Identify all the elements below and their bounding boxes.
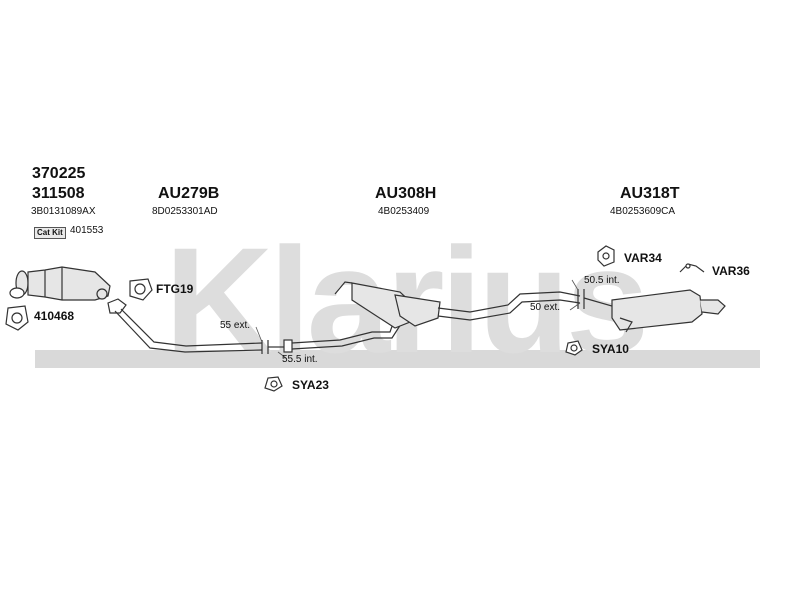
- clamp-icon: [9, 287, 25, 299]
- oe-number-middle: 4B0253409: [378, 206, 430, 217]
- oe-number-cat: 3B0131089AX: [31, 206, 96, 217]
- catkit-number[interactable]: 401553: [70, 225, 104, 236]
- middle-silencer: [291, 281, 581, 350]
- fitting-ftg19[interactable]: FTG19: [156, 282, 194, 296]
- part-number-au318t[interactable]: AU318T: [620, 185, 680, 202]
- gasket-ftg19-icon: [129, 278, 153, 301]
- mount-sya23-icon: [264, 376, 283, 392]
- fitting-sya10[interactable]: SYA10: [592, 342, 629, 356]
- fitting-sya23[interactable]: SYA23: [292, 378, 329, 392]
- gasket-410468-icon: [5, 305, 29, 331]
- front-pipe: [107, 298, 293, 354]
- fitting-var36[interactable]: VAR36: [712, 264, 750, 278]
- hanger-var36-icon: [679, 263, 705, 273]
- oe-number-rear: 4B0253609CA: [610, 206, 676, 217]
- catkit-badge: Cat Kit: [34, 227, 66, 239]
- fitting-410468[interactable]: 410468: [34, 309, 75, 323]
- note-50-5-int: 50.5 int.: [584, 275, 620, 286]
- leader-lines: [255, 279, 581, 359]
- part-number-au279b[interactable]: AU279B: [158, 185, 220, 202]
- mount-sya10-icon: [565, 340, 583, 356]
- part-number-370225[interactable]: 370225: [32, 165, 86, 182]
- note-55-5-int: 55.5 int.: [282, 354, 318, 365]
- rear-silencer: [577, 289, 726, 333]
- fitting-var34[interactable]: VAR34: [624, 251, 662, 265]
- part-number-au308h[interactable]: AU308H: [375, 185, 437, 202]
- oe-number-front: 8D0253301AD: [152, 206, 218, 217]
- note-55-ext: 55 ext.: [220, 320, 251, 331]
- watermark: [35, 350, 760, 368]
- note-50-ext: 50 ext.: [530, 302, 561, 313]
- catalytic-converter: [15, 266, 111, 301]
- hanger-var34-icon: [597, 245, 615, 267]
- part-number-311508[interactable]: 311508: [32, 185, 85, 202]
